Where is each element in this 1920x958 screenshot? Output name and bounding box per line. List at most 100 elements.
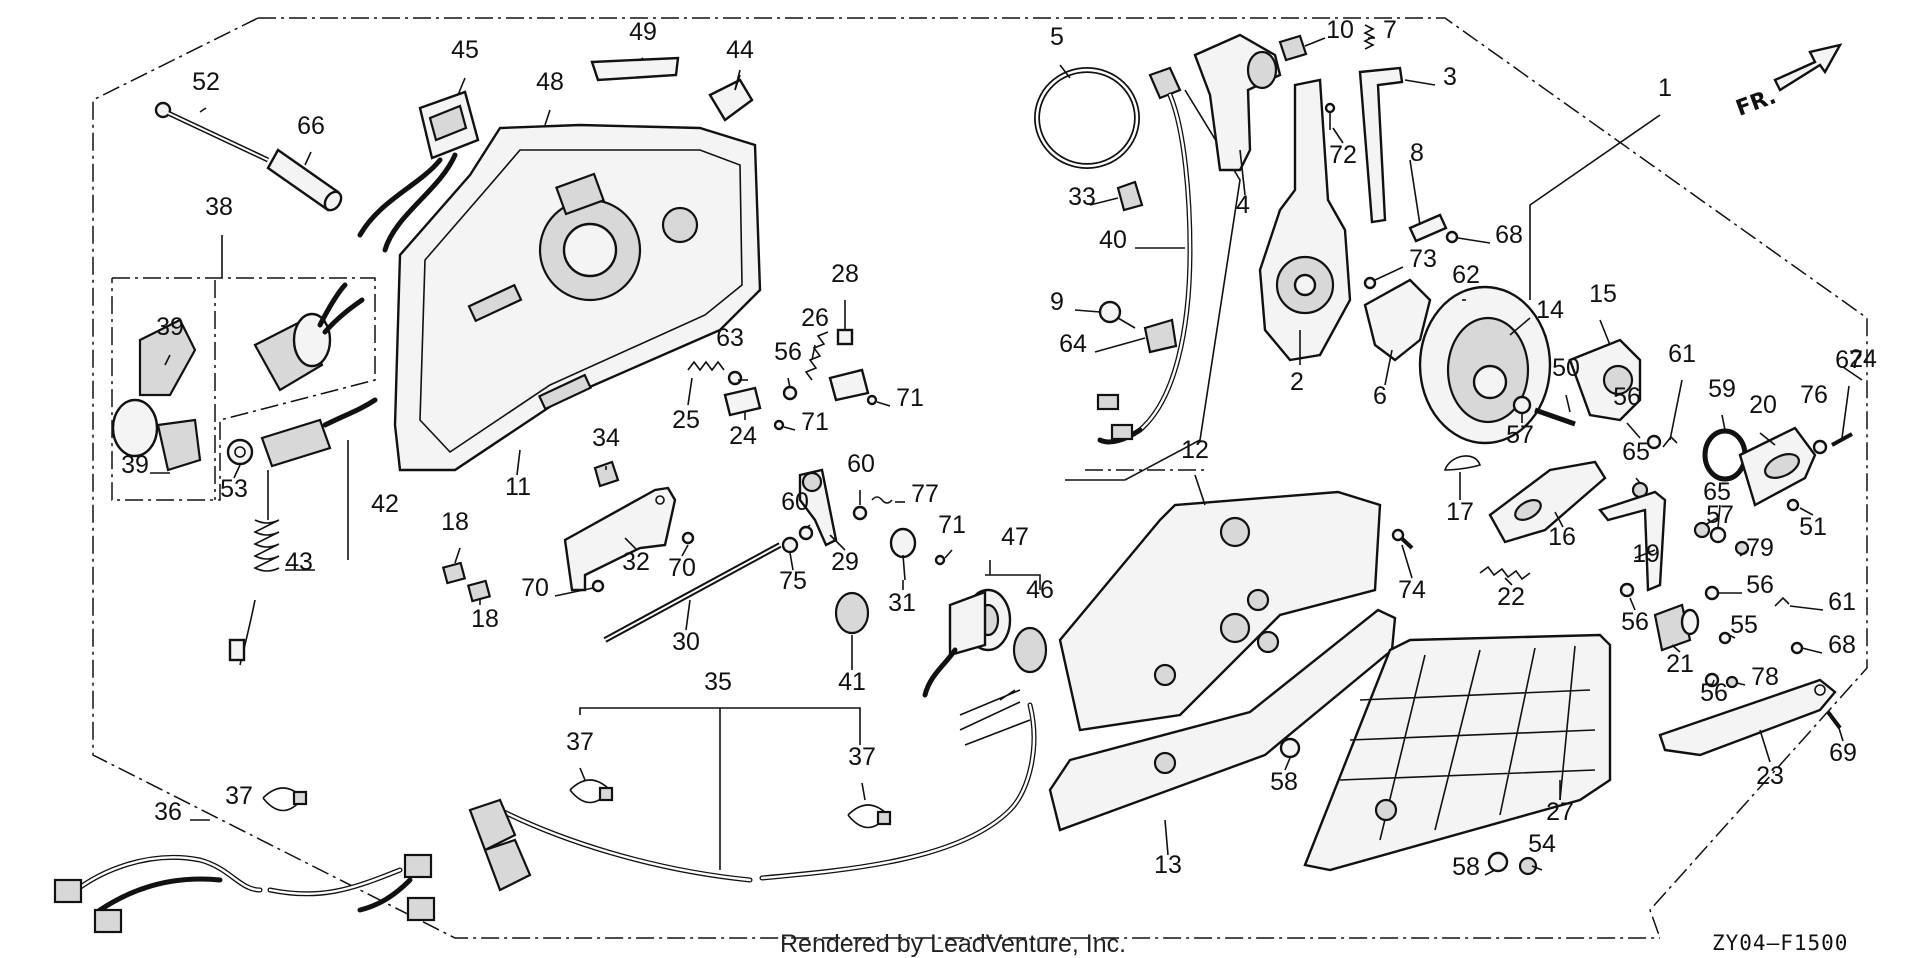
part-18-clip: [441, 561, 492, 603]
callout-44: 44: [726, 36, 754, 64]
part-17-spring-clip: [1443, 455, 1482, 471]
callout-31: 31: [888, 589, 916, 617]
part-58-washer: [1279, 737, 1509, 873]
callout-5: 5: [1050, 23, 1064, 51]
part-63-ring: [727, 370, 743, 386]
callout-60: 60: [781, 488, 809, 516]
part-14-friction-plate: [1418, 285, 1552, 445]
callout-74: 74: [1398, 576, 1426, 604]
callout-51: 51: [1799, 513, 1827, 541]
callout-8: 8: [1410, 139, 1424, 167]
part-76-washer: [1812, 439, 1828, 455]
part-31-roller: [889, 527, 917, 581]
callout-24: 24: [1849, 345, 1877, 373]
callout-13: 13: [1154, 851, 1182, 879]
callout-30: 30: [672, 628, 700, 656]
leader-lines: [150, 37, 1863, 876]
callout-9: 9: [1050, 288, 1064, 316]
part-8-link: [1408, 213, 1448, 243]
callout-61: 61: [1668, 340, 1696, 368]
callout-56: 56: [1621, 608, 1649, 636]
callout-4: 4: [1236, 191, 1250, 219]
part-77-spring-clip: [871, 496, 893, 504]
callout-56: 56: [1700, 679, 1728, 707]
callout-23: 23: [1756, 762, 1784, 790]
callout-28: 28: [831, 260, 859, 288]
part-49-label-plate: [590, 56, 680, 82]
part-7-spring: [1363, 24, 1375, 50]
callout-39: 39: [156, 313, 184, 341]
callout-65: 65: [1703, 478, 1731, 506]
callout-64: 64: [1059, 330, 1087, 358]
callout-12: 12: [1181, 436, 1209, 464]
callout-61: 61: [1828, 588, 1856, 616]
callout-17: 17: [1446, 498, 1474, 526]
callout-21: 21: [1666, 650, 1694, 678]
part-24-plate: [723, 368, 870, 417]
callout-42: 42: [371, 490, 399, 518]
callout-48: 48: [536, 68, 564, 96]
callout-78: 78: [1751, 663, 1779, 691]
part-15-bracket: [1568, 338, 1642, 422]
part-28-cap: [836, 328, 854, 346]
callout-11: 11: [505, 473, 531, 501]
callout-40: 40: [1099, 226, 1127, 254]
part-16-plate: [1488, 460, 1607, 544]
front-direction-arrow: FR.: [1733, 43, 1843, 122]
part-50-bolt: [1534, 407, 1576, 427]
part-37-clamp: [262, 779, 892, 829]
callout-7: 7: [1383, 16, 1397, 44]
callout-3: 3: [1443, 63, 1457, 91]
callout-57: 57: [1706, 501, 1734, 529]
part-9-bolt: [1098, 300, 1136, 329]
part-21-switch: [1653, 603, 1700, 652]
callout-53: 53: [220, 475, 248, 503]
callout-79: 79: [1746, 534, 1774, 562]
part-27-back-plate: [1303, 633, 1612, 872]
callout-19: 19: [1632, 540, 1660, 568]
callout-75: 75: [779, 567, 807, 595]
footer-credit: Rendered by LeadVenture, Inc.: [780, 930, 1126, 958]
part-43-lanyard: [228, 470, 280, 666]
part-56-washer-a: [782, 385, 798, 401]
group-38-bracket: [111, 235, 376, 501]
callout-27: 27: [1546, 798, 1574, 826]
callout-15: 15: [1589, 280, 1617, 308]
callout-70: 70: [521, 574, 549, 602]
part-73-screw: [1363, 276, 1377, 290]
callout-60: 60: [847, 450, 875, 478]
part-36-extension-harness: [53, 853, 436, 934]
callout-39: 39: [121, 451, 149, 479]
part-25-spring: [687, 360, 725, 372]
callout-1: 1: [1658, 74, 1672, 102]
callout-33: 33: [1068, 183, 1096, 211]
callout-68: 68: [1495, 221, 1523, 249]
part-65-nut: [1631, 481, 1711, 539]
callout-65: 65: [1622, 438, 1650, 466]
part-19-lever: [1597, 490, 1667, 592]
part-2-control-lever: [1258, 78, 1352, 362]
callout-71: 71: [938, 511, 966, 539]
callout-76: 76: [1800, 381, 1828, 409]
part-23-throttle-bracket: [1658, 678, 1837, 757]
callout-55: 55: [1730, 611, 1758, 639]
part-13-mount-plate: [1048, 608, 1397, 832]
callout-70: 70: [668, 554, 696, 582]
callout-58: 58: [1452, 853, 1480, 881]
callout-62: 62: [1452, 261, 1480, 289]
callout-16: 16: [1548, 523, 1576, 551]
part-67-screw: [1831, 432, 1853, 447]
callout-20: 20: [1749, 391, 1777, 419]
callout-numbers: 1234567891011121314151617181819202122232…: [121, 16, 1877, 881]
assembly-boundary: [92, 17, 1868, 939]
callout-32: 32: [622, 548, 650, 576]
part-38-ignition-switch: [253, 282, 365, 392]
callout-24: 24: [729, 422, 757, 450]
callout-34: 34: [592, 424, 620, 452]
callout-37: 37: [566, 728, 594, 756]
part-40-trim-cable: [1065, 66, 1241, 481]
callout-72: 72: [1329, 141, 1357, 169]
part-44-clip: [708, 69, 754, 122]
callout-45: 45: [451, 36, 479, 64]
part-20-boot: [1738, 426, 1817, 507]
